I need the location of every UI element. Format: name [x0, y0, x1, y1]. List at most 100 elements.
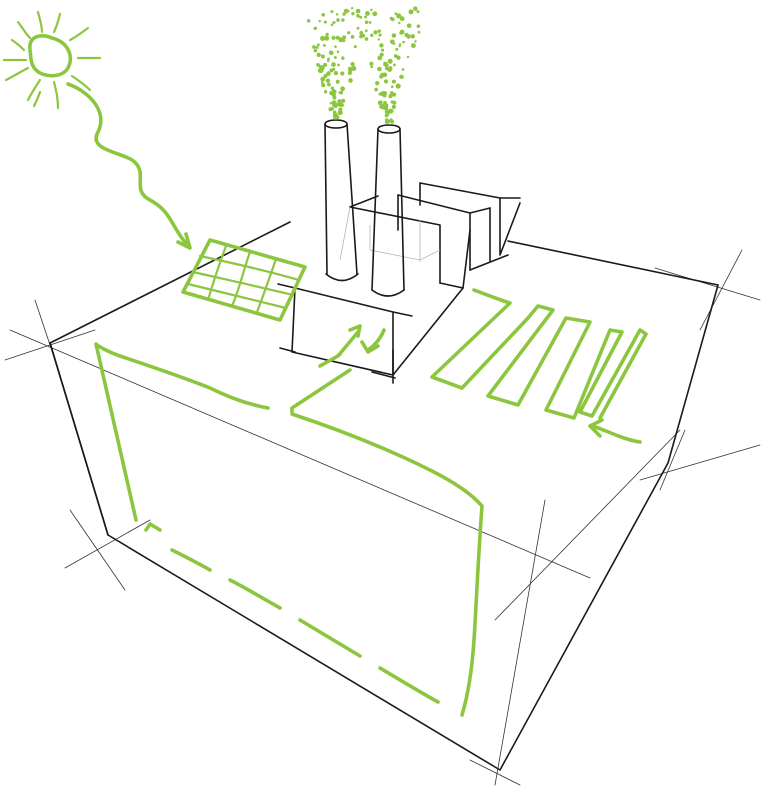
smoke-particle	[379, 92, 383, 96]
chimney-left	[324, 119, 359, 282]
smoke-particle	[413, 6, 418, 11]
smoke-particle	[337, 63, 340, 67]
smoke-particle	[392, 92, 397, 97]
smoke-particle	[368, 21, 372, 24]
smoke-particle	[350, 6, 354, 10]
smoke-particle	[359, 31, 364, 35]
smoke-particle	[330, 86, 334, 90]
smoke-particle	[325, 78, 331, 83]
smoke-particle	[337, 101, 342, 107]
smoke-particle	[320, 54, 325, 59]
smoke-particle	[382, 72, 388, 78]
smoke-particle	[334, 113, 338, 117]
smoke-particle	[383, 79, 389, 84]
smoke-particle	[370, 8, 373, 12]
smoke-particle	[350, 35, 355, 39]
smoke-particle	[347, 31, 351, 35]
smoke-particle	[318, 19, 322, 23]
smoke-particle	[417, 30, 421, 34]
smoke-particle	[323, 20, 327, 24]
smoke-particle	[350, 61, 355, 67]
smoke-particle	[388, 94, 393, 99]
smoke-particle	[336, 18, 340, 22]
smoke-particle	[396, 55, 401, 60]
smoke-particle	[316, 43, 320, 47]
smoke-particle	[330, 23, 334, 27]
smoke-particle	[370, 33, 374, 37]
smoke-particle	[372, 11, 378, 17]
smoke-particle	[326, 71, 331, 76]
smoke-particle	[377, 66, 382, 72]
central-volume	[277, 229, 471, 384]
smoke-particle	[398, 43, 402, 46]
smoke-particle	[331, 35, 336, 40]
rainwater-loop	[94, 342, 484, 717]
smoke-particle	[338, 37, 344, 43]
exchange-arrows	[318, 324, 386, 368]
smoke-particle	[375, 81, 380, 86]
smoke-particle	[374, 87, 378, 92]
smoke-particle	[398, 21, 401, 25]
smoke-particle	[313, 48, 318, 53]
smoke-particle	[373, 30, 378, 35]
smoke-particle	[333, 56, 337, 59]
smoke-particle	[348, 78, 353, 83]
smoke-particle	[399, 74, 404, 80]
smoke-particle	[379, 100, 383, 104]
smoke-particle	[316, 63, 321, 67]
smoke-particle	[331, 88, 336, 93]
smoke-particle	[336, 50, 340, 53]
green-sketch-layer	[2, 6, 648, 717]
smoke-particle	[315, 45, 319, 50]
smoke-particle	[383, 61, 388, 67]
smoke-particle	[331, 62, 336, 67]
smoke-particle	[370, 65, 374, 69]
smoke-particle	[339, 107, 343, 111]
smoke-particle	[404, 32, 409, 38]
smoke-particle	[341, 98, 346, 103]
smoke-particle	[384, 119, 390, 125]
smoke-particle	[384, 106, 389, 111]
smoke-particle	[326, 82, 331, 87]
smoke-particle	[324, 35, 330, 41]
smoke-particle	[327, 57, 330, 61]
smoke-particle	[393, 63, 396, 67]
smoke-particle	[364, 20, 369, 24]
chimneys	[324, 119, 405, 297]
smoke-particle	[335, 79, 340, 84]
smoke-particle	[331, 107, 334, 111]
smoke-particle	[401, 68, 405, 71]
smoke-particle	[390, 100, 394, 104]
smoke-particle	[316, 52, 321, 57]
smoke-particle	[410, 34, 416, 39]
smoke-particle	[390, 17, 395, 22]
green-roof-strips	[430, 288, 648, 420]
smoke-particle	[356, 14, 360, 18]
smoke-particle	[351, 66, 357, 71]
smoke-particle	[312, 45, 316, 49]
smoke-particle	[334, 45, 337, 48]
smoke-particle	[351, 12, 355, 16]
smoke-particle	[379, 52, 384, 57]
smoke-particle	[383, 101, 387, 105]
smoke-particle	[380, 48, 385, 52]
smoke-particle	[402, 40, 405, 44]
smoke-particle	[339, 91, 343, 95]
smoke-particle	[396, 13, 402, 19]
smoke-particle	[341, 56, 345, 60]
smoke-particle	[392, 42, 396, 45]
smoke-particle	[332, 92, 335, 96]
smoke-particle	[364, 15, 368, 19]
smoke-particle	[364, 29, 368, 33]
construction-lines	[4, 249, 761, 786]
smoke-particle	[391, 79, 396, 84]
smoke-particle	[395, 47, 399, 51]
smoke-particle	[329, 50, 332, 54]
smoke-particle	[341, 18, 345, 22]
smoke-particle	[399, 16, 405, 22]
smoke-particle	[364, 37, 369, 41]
smoke-particle	[340, 86, 345, 92]
smoke-particle	[395, 83, 401, 89]
